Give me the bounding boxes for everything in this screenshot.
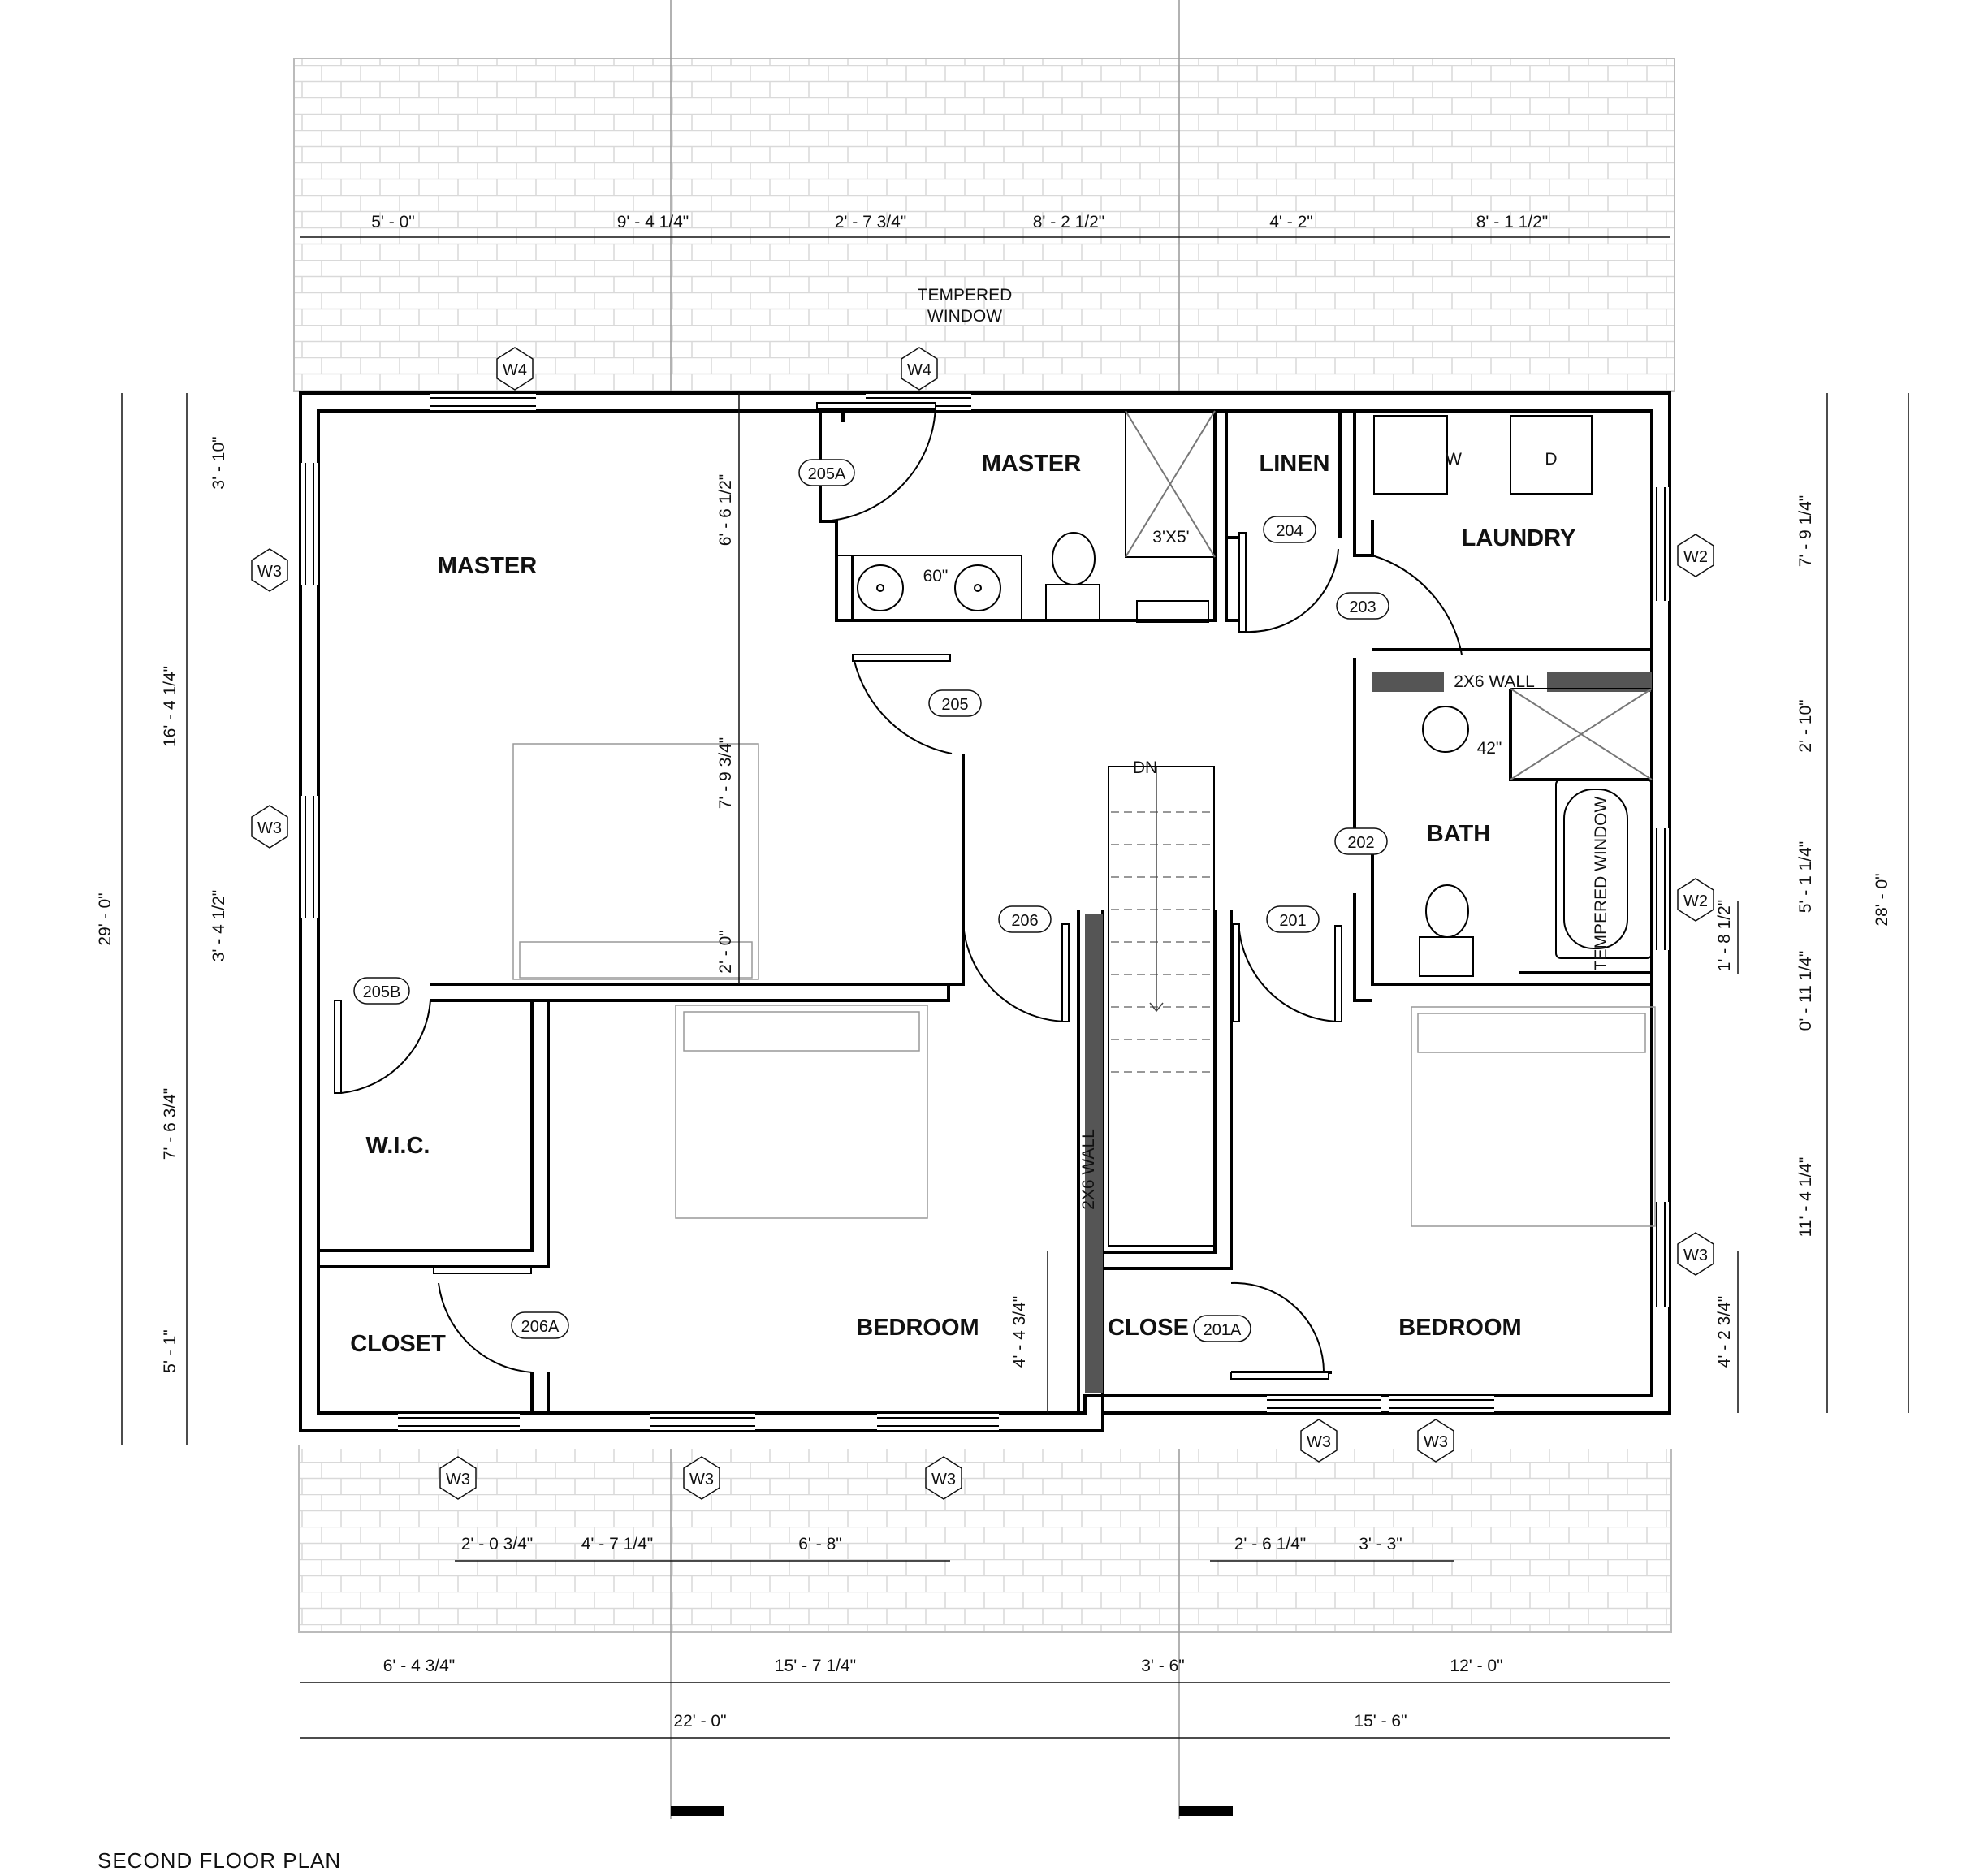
room-label-linen: LINEN (1260, 451, 1330, 477)
washer-box (1373, 415, 1448, 495)
dim-interior-c: 2' - 0" (716, 930, 735, 973)
window-tag-top-1: W4 (503, 361, 527, 379)
room-label-wic: W.I.C. (366, 1133, 430, 1159)
roof-top (293, 58, 1675, 392)
dimension-lines (121, 236, 1909, 1739)
dryer-label: D (1545, 450, 1557, 469)
room-label-laundry: LAUNDRY (1462, 525, 1576, 551)
note-vanity-42: 42" (1477, 739, 1502, 758)
door-tags (353, 459, 1389, 1342)
door-tag-204: 204 (1276, 522, 1303, 540)
dim-left-2: 16' - 4 1/4" (161, 666, 179, 747)
dim-bottom-3: 3' - 6" (1141, 1657, 1184, 1675)
note-shower-3x5: 3'X5' (1152, 528, 1189, 547)
grid-marker-1 (671, 1806, 724, 1816)
room-label-bath: BATH (1427, 821, 1490, 847)
wall-2x6-vertical (1085, 914, 1103, 1393)
note-tempered-window-1: TEMPERED (918, 286, 1013, 305)
dim-top-3: 2' - 7 3/4" (835, 213, 907, 231)
window-tag-left-1: W3 (257, 563, 282, 581)
fixtures (836, 410, 1653, 977)
window-tags (251, 347, 1714, 1500)
room-label-closet-small: CLOSE (1108, 1315, 1189, 1341)
door-tag-202: 202 (1347, 834, 1374, 852)
room-label-bedroom-center: BEDROOM (856, 1315, 979, 1341)
dim-interior-a: 6' - 6 1/2" (716, 474, 735, 547)
door-tag-201a: 201A (1204, 1321, 1242, 1339)
dim-bottom-overall-1: 22' - 0" (673, 1712, 726, 1731)
grid-marker-2 (1179, 1806, 1233, 1816)
note-vanity-60: 60" (923, 567, 949, 585)
dim-bottom-window-5: 3' - 3" (1359, 1535, 1402, 1553)
dim-bottom-4: 12' - 0" (1450, 1657, 1502, 1675)
dim-interior-d: 4' - 4 3/4" (1010, 1296, 1029, 1368)
drawing-title: SECOND FLOOR PLAN (97, 1848, 341, 1871)
dim-right-small-1: 1' - 8 1/2" (1715, 900, 1734, 972)
window-tag-bottom-1: W3 (446, 1471, 470, 1489)
room-label-bedroom-right: BEDROOM (1398, 1315, 1521, 1341)
note-2x6-wall-horizontal: 2X6 WALL (1454, 672, 1535, 691)
wall-2x6-horizontal-left (1372, 672, 1444, 692)
window-tag-right-2: W2 (1683, 892, 1708, 910)
dim-right-3: 5' - 1 1/4" (1796, 841, 1815, 914)
door-tag-205a: 205A (808, 465, 846, 483)
window-tag-left-2: W3 (257, 819, 282, 837)
dim-left-4: 7' - 6 3/4" (161, 1088, 179, 1160)
note-tempered-window-2: WINDOW (927, 307, 1002, 326)
dim-top-1: 5' - 0" (371, 213, 414, 231)
dim-bottom-window-1: 2' - 0 3/4" (461, 1535, 534, 1553)
dim-bottom-window-2: 4' - 7 1/4" (581, 1535, 654, 1553)
note-2x6-wall-vertical: 2X6 WALL (1079, 1129, 1098, 1210)
dim-bottom-window-4: 2' - 6 1/4" (1234, 1535, 1307, 1553)
window-tag-bottom-3: W3 (931, 1471, 956, 1489)
door-tag-201: 201 (1279, 912, 1306, 930)
window-tag-bottom-4: W3 (1307, 1433, 1331, 1451)
dim-left-3: 3' - 4 1/2" (210, 890, 228, 962)
window-tag-top-2: W4 (907, 361, 931, 379)
dim-bottom-1: 6' - 4 3/4" (383, 1657, 456, 1675)
room-label-master-bath: MASTER (982, 451, 1082, 477)
dim-bottom-overall-2: 15' - 6" (1354, 1712, 1407, 1731)
door-swings (340, 402, 1463, 1373)
dim-top-4: 8' - 2 1/2" (1033, 213, 1105, 231)
dim-top-6: 8' - 1 1/2" (1476, 213, 1549, 231)
dim-bottom-window-3: 6' - 8" (798, 1535, 841, 1553)
furniture (512, 743, 1656, 1227)
washer-label: W (1446, 450, 1462, 469)
stair (1108, 766, 1215, 1247)
dim-interior-b: 7' - 9 3/4" (716, 737, 735, 810)
window-tag-right-3: W3 (1683, 1247, 1708, 1264)
dim-top-5: 4' - 2" (1269, 213, 1312, 231)
door-leaves (334, 402, 1342, 1380)
dim-top-2: 9' - 4 1/4" (617, 213, 689, 231)
room-label-master-bedroom: MASTER (438, 553, 538, 579)
door-tag-205b: 205B (363, 983, 401, 1001)
window-tag-right-1: W2 (1683, 548, 1708, 566)
dim-right-4: 0' - 11 1/4" (1796, 951, 1815, 1031)
door-tag-206: 206 (1011, 912, 1038, 930)
dim-left-1: 3' - 10" (210, 436, 228, 489)
window-tag-bottom-2: W3 (689, 1471, 714, 1489)
dim-right-1: 7' - 9 1/4" (1796, 495, 1815, 568)
dim-bottom-2: 15' - 7 1/4" (775, 1657, 856, 1675)
dim-right-overall: 28' - 0" (1873, 873, 1891, 926)
dim-right-small-2: 4' - 2 3/4" (1715, 1296, 1734, 1368)
door-tag-206a: 206A (521, 1318, 560, 1336)
dim-right-5: 11' - 4 1/4" (1796, 1157, 1815, 1238)
room-label-closet: CLOSET (350, 1331, 446, 1357)
dim-left-overall: 29' - 0" (96, 892, 115, 945)
note-stair-dn: DN (1133, 758, 1157, 777)
window-tag-bottom-5: W3 (1424, 1433, 1448, 1451)
dim-left-5: 5' - 1" (161, 1329, 179, 1372)
roof-bottom (298, 1445, 1672, 1633)
note-tempered-window-vertical: TEMPERED WINDOW (1592, 796, 1610, 970)
door-tag-205: 205 (941, 696, 968, 714)
dryer-box (1510, 415, 1593, 495)
door-tag-203: 203 (1349, 598, 1376, 616)
dim-right-2: 2' - 10" (1796, 699, 1815, 752)
